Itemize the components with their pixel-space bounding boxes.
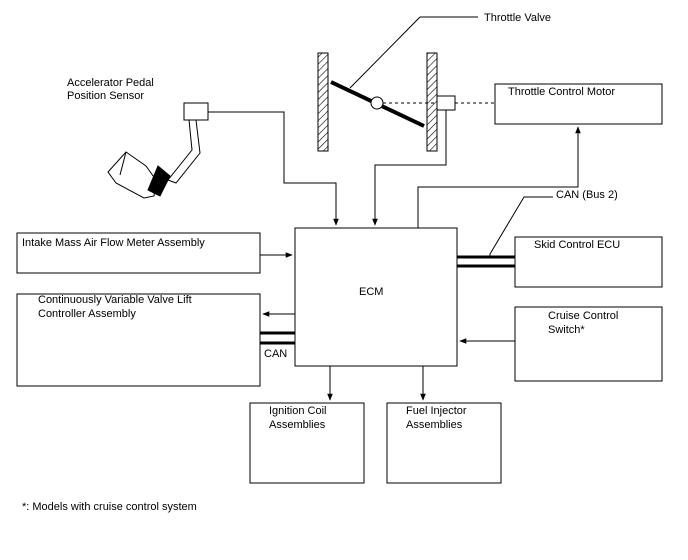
- throttle-shaft: [370, 96, 384, 110]
- ignition-coil-box: [249, 402, 365, 484]
- skid-control-ecu-box: [514, 236, 663, 288]
- throttle-valve-leader: [349, 16, 421, 89]
- cvvl-controller-box: [16, 293, 261, 387]
- can-link: CAN: [260, 331, 295, 360]
- can-bus2-link: CAN (Bus 2): [457, 189, 618, 268]
- accel-label-line2: Position Sensor: [67, 90, 144, 102]
- throttle-control-motor-box: [494, 83, 663, 125]
- shoe-detail: [119, 151, 127, 176]
- fuel-injector-box: [386, 402, 502, 484]
- ecm-box: [294, 227, 458, 367]
- accelerator-pedal: Accelerator Pedal Position Sensor: [67, 77, 209, 199]
- throttle-control-motor-label: Throttle Control Motor: [508, 86, 615, 98]
- accel-label-line1: Accelerator Pedal: [67, 77, 154, 89]
- ignition-label-line2: Assemblies: [269, 419, 326, 431]
- injector-label-line1: Fuel Injector: [406, 405, 467, 417]
- throttle-wall-left: [317, 52, 329, 152]
- ignition-label-line1: Ignition Coil: [269, 405, 326, 417]
- cruise-label-line1: Cruise Control: [548, 310, 618, 322]
- ecm-label: ECM: [359, 286, 383, 298]
- throttle-position-sensor: [436, 95, 456, 111]
- cruise-label-line2: Switch*: [548, 324, 585, 336]
- cruise-control-switch-box: [514, 306, 663, 382]
- accel-sensor-box: [183, 102, 209, 121]
- ecm-to-throttle-motor-line: [417, 126, 581, 228]
- throttle-wall-right: [426, 52, 438, 152]
- cvvl-label-line1: Continuously Variable Valve Lift: [38, 294, 192, 306]
- shoe-icon: [107, 151, 157, 199]
- intake-mass-air-flow-label: Intake Mass Air Flow Meter Assembly: [22, 237, 205, 249]
- throttle-valve-label: Throttle Valve: [484, 12, 551, 24]
- accel-to-ecm-line: [208, 111, 339, 226]
- cvvl-label-line2: Controller Assembly: [38, 308, 136, 320]
- can-label: CAN: [264, 348, 287, 360]
- throttle-body: Throttle Valve: [317, 12, 551, 152]
- footnote: *: Models with cruise control system: [22, 501, 197, 513]
- injector-label-line2: Assemblies: [406, 419, 463, 431]
- skid-control-ecu-label: Skid Control ECU: [534, 239, 620, 251]
- intake-mass-air-flow-box: [16, 232, 261, 274]
- pedal-arm: [167, 119, 201, 184]
- can-bus2-label: CAN (Bus 2): [556, 189, 618, 201]
- throttle-sensor-to-ecm-line: [372, 110, 447, 226]
- pedal-pad: [147, 165, 171, 197]
